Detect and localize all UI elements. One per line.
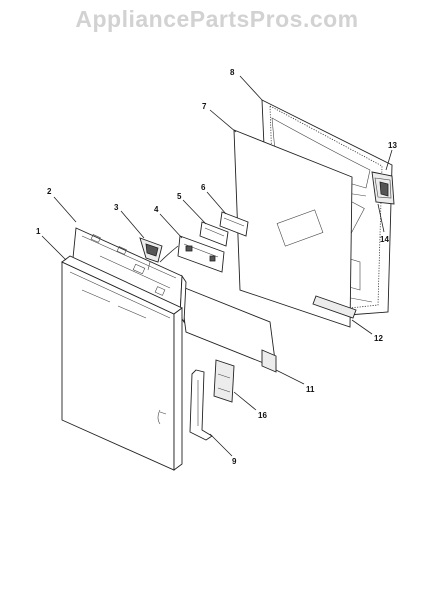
leader-11: [275, 369, 305, 385]
callout-6: 6: [201, 183, 206, 192]
part-6-control-bracket: [219, 211, 249, 237]
callout-13: 13: [388, 141, 397, 150]
leader-9: [209, 433, 233, 457]
part-11-inner-panel: [179, 285, 277, 373]
part-13-door-seal: [371, 171, 395, 205]
leader-4: [159, 213, 183, 239]
part-4-switch-assembly: [159, 235, 225, 273]
part-5-control-module: [199, 221, 229, 247]
callout-1: 1: [36, 227, 41, 236]
callout-4: 4: [154, 205, 159, 214]
part-9-hinge-arm: [189, 369, 213, 441]
leader-6: [206, 191, 227, 215]
callout-8: 8: [230, 68, 235, 77]
callout-16: 16: [258, 411, 267, 420]
leader-14: [377, 203, 385, 233]
callout-11: 11: [306, 385, 315, 394]
callout-14: 14: [380, 235, 389, 244]
leader-1: [41, 235, 67, 261]
leader-7: [209, 109, 237, 133]
leader-5: [182, 199, 207, 225]
callout-7: 7: [202, 102, 207, 111]
part-16-hinge-bracket: [213, 359, 235, 403]
leader-13: [385, 149, 393, 171]
callout-3: 3: [114, 203, 119, 212]
callout-5: 5: [177, 192, 182, 201]
callout-9: 9: [232, 457, 237, 466]
callout-2: 2: [47, 187, 52, 196]
leader-16: [233, 391, 257, 411]
part-1-outer-door-panel: [61, 255, 183, 471]
part-7-insulation-panel: [233, 129, 353, 328]
leader-2: [53, 196, 77, 223]
callout-12: 12: [374, 334, 383, 343]
leader-lines: [41, 75, 393, 457]
leader-3: [120, 210, 145, 239]
part-3-door-latch: [139, 237, 163, 271]
leader-12: [351, 319, 373, 335]
leader-8: [239, 75, 263, 101]
part-12-trim-strip: [312, 295, 357, 319]
watermark-logo: AppliancePartsPros.com: [75, 6, 359, 32]
